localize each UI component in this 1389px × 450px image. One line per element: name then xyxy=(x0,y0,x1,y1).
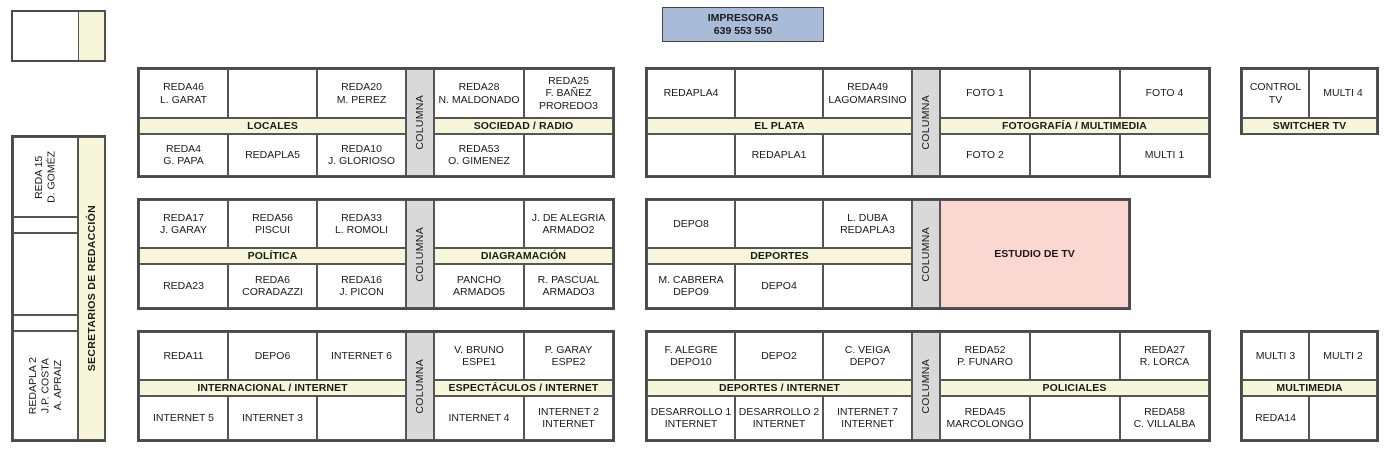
printers-codes: 639 553 550 xyxy=(713,24,773,37)
department-band-sociedad-radio: SOCIEDAD / RADIO xyxy=(434,118,613,134)
desk-cell[interactable]: REDA16 J. PICON xyxy=(317,264,406,308)
desk-cell[interactable]: FOTO 1 xyxy=(940,69,1030,118)
desk-cell[interactable] xyxy=(647,134,735,176)
printers-banner: IMPRESORAS 639 553 550 xyxy=(662,7,824,42)
desk-cell[interactable]: REDA17 J. GARAY xyxy=(139,200,228,248)
desk-cell[interactable]: INTERNET 6 xyxy=(317,332,406,380)
department-band-diagramacion: DIAGRAMACIÓN xyxy=(434,248,613,264)
desk-cell[interactable]: REDA33 L. ROMOLI xyxy=(317,200,406,248)
desk-cell[interactable]: FOTO 4 xyxy=(1120,69,1209,118)
desk-cell[interactable]: P. GARAY ESPE2 xyxy=(524,332,613,380)
top-left-yellow-strip xyxy=(78,11,105,61)
desk-cell[interactable]: INTERNET 7 INTERNET xyxy=(823,396,912,440)
desk-cell[interactable] xyxy=(1030,332,1120,380)
desk-cell[interactable] xyxy=(524,134,613,176)
desk-cell[interactable]: REDA25 F. BAÑEZ PROREDO3 xyxy=(524,69,613,118)
columna-strip: COLUMNA xyxy=(406,69,434,176)
desk-cell[interactable]: REDA45 MARCOLONGO xyxy=(940,396,1030,440)
desk-cell[interactable]: REDA49 LAGOMARSINO xyxy=(823,69,912,118)
columna-strip: COLUMNA xyxy=(912,332,940,440)
sidebar-cell-empty-1 xyxy=(13,217,78,233)
desk-cell[interactable]: V. BRUNO ESPE1 xyxy=(434,332,524,380)
department-band-deportes: DEPORTES xyxy=(647,248,912,264)
desk-cell[interactable] xyxy=(735,69,823,118)
desk-cell[interactable]: REDAPLA1 xyxy=(735,134,823,176)
desk-cell[interactable]: REDA10 J. GLORIOSO xyxy=(317,134,406,176)
desk-cell[interactable]: REDA20 M. PEREZ xyxy=(317,69,406,118)
department-band-policiales: POLICIALES xyxy=(940,380,1209,396)
department-band-fotografia-multimedia: FOTOGRAFÍA / MULTIMEDIA xyxy=(940,118,1209,134)
desk-cell[interactable]: REDA27 R. LORCA xyxy=(1120,332,1209,380)
sidebar-cell-redapla2-label: REDAPLA 2 J.P. COSTA A. APRAIZ xyxy=(26,356,64,415)
desk-cell[interactable]: MULTI 1 xyxy=(1120,134,1209,176)
sidebar-cell-redapla2: REDAPLA 2 J.P. COSTA A. APRAIZ xyxy=(13,331,78,440)
desk-cell[interactable] xyxy=(1309,396,1377,440)
printers-title: IMPRESORAS xyxy=(707,11,779,24)
desk-cell[interactable]: PANCHO ARMADO5 xyxy=(434,264,524,308)
department-band-locales: LOCALES xyxy=(139,118,406,134)
desk-cell[interactable]: REDAPLA5 xyxy=(228,134,317,176)
department-band-espectaculos-internet: ESPECTÁCULOS / INTERNET xyxy=(434,380,613,396)
desk-cell[interactable]: REDA56 PISCUI xyxy=(228,200,317,248)
desk-cell[interactable]: REDA4 G. PAPA xyxy=(139,134,228,176)
columna-strip: COLUMNA xyxy=(406,200,434,308)
desk-cell[interactable]: L. DUBA REDAPLA3 xyxy=(823,200,912,248)
desk-cell[interactable]: DEPO6 xyxy=(228,332,317,380)
desk-cell[interactable]: J. DE ALEGRIA ARMADO2 xyxy=(524,200,613,248)
sidebar-cell-empty-3 xyxy=(13,315,78,331)
desk-cell[interactable]: REDA11 xyxy=(139,332,228,380)
department-band-multimedia: MULTIMEDIA xyxy=(1242,380,1377,396)
desk-cell[interactable]: INTERNET 2 INTERNET xyxy=(524,396,613,440)
desk-cell[interactable]: REDA6 CORADAZZI xyxy=(228,264,317,308)
desk-cell[interactable]: DESARROLLO 1 INTERNET xyxy=(647,396,735,440)
department-band-politica: POLÍTICA xyxy=(139,248,406,264)
desk-cell[interactable] xyxy=(228,69,317,118)
desk-cell[interactable]: INTERNET 3 xyxy=(228,396,317,440)
sidebar-department-label: SECRETARIOS DE REDACCIÓN xyxy=(85,205,98,372)
desk-cell[interactable]: REDA28 N. MALDONADO xyxy=(434,69,524,118)
desk-cell[interactable]: R. PASCUAL ARMADO3 xyxy=(524,264,613,308)
desk-cell[interactable]: CONTROL TV xyxy=(1242,69,1309,118)
sidebar-cell-reda15-label: REDA 15 D. GOMÉZ xyxy=(33,151,58,203)
desk-cell[interactable]: DEPO8 xyxy=(647,200,735,248)
sidebar-cell-empty-2 xyxy=(13,233,78,315)
columna-strip: COLUMNA xyxy=(912,69,940,176)
desk-cell[interactable]: REDA23 xyxy=(139,264,228,308)
desk-cell[interactable]: INTERNET 4 xyxy=(434,396,524,440)
desk-cell[interactable] xyxy=(1030,396,1120,440)
desk-cell[interactable] xyxy=(434,200,524,248)
desk-cell[interactable]: C. VEIGA DEPO7 xyxy=(823,332,912,380)
desk-cell[interactable] xyxy=(1030,69,1120,118)
desk-cell[interactable]: REDA46 L. GARAT xyxy=(139,69,228,118)
desk-cell[interactable]: REDAPLA4 xyxy=(647,69,735,118)
desk-cell[interactable]: MULTI 3 xyxy=(1242,332,1309,380)
sidebar-department-band: SECRETARIOS DE REDACCIÓN xyxy=(78,137,105,440)
sidebar-cell-reda15: REDA 15 D. GOMÉZ xyxy=(13,137,78,217)
desk-cell[interactable]: INTERNET 5 xyxy=(139,396,228,440)
department-band-deportes-internet: DEPORTES / INTERNET xyxy=(647,380,912,396)
desk-cell[interactable] xyxy=(823,264,912,308)
desk-cell[interactable]: DESARROLLO 2 INTERNET xyxy=(735,396,823,440)
desk-cell[interactable]: DEPO4 xyxy=(735,264,823,308)
columna-strip: COLUMNA xyxy=(912,200,940,308)
desk-cell[interactable]: MULTI 2 xyxy=(1309,332,1377,380)
desk-cell[interactable] xyxy=(735,200,823,248)
desk-cell[interactable]: DEPO2 xyxy=(735,332,823,380)
desk-cell[interactable]: MULTI 4 xyxy=(1309,69,1377,118)
desk-cell[interactable] xyxy=(1030,134,1120,176)
department-band-el-plata: EL PLATA xyxy=(647,118,912,134)
department-band-internacional-internet: INTERNACIONAL / INTERNET xyxy=(139,380,406,396)
desk-cell[interactable] xyxy=(823,134,912,176)
desk-cell[interactable]: REDA52 P. FUNARO xyxy=(940,332,1030,380)
desk-cell[interactable]: REDA53 O. GIMENEZ xyxy=(434,134,524,176)
department-band-switcher-tv: SWITCHER TV xyxy=(1242,118,1377,134)
columna-strip: COLUMNA xyxy=(406,332,434,440)
desk-cell[interactable]: M. CABRERA DEPO9 xyxy=(647,264,735,308)
desk-cell[interactable]: REDA58 C. VILLALBA xyxy=(1120,396,1209,440)
desk-cell[interactable]: FOTO 2 xyxy=(940,134,1030,176)
desk-cell[interactable]: F. ALEGRE DEPO10 xyxy=(647,332,735,380)
desk-cell[interactable] xyxy=(317,396,406,440)
desk-cell[interactable]: REDA14 xyxy=(1242,396,1309,440)
estudio-de-tv-room[interactable]: ESTUDIO DE TV xyxy=(940,200,1129,308)
